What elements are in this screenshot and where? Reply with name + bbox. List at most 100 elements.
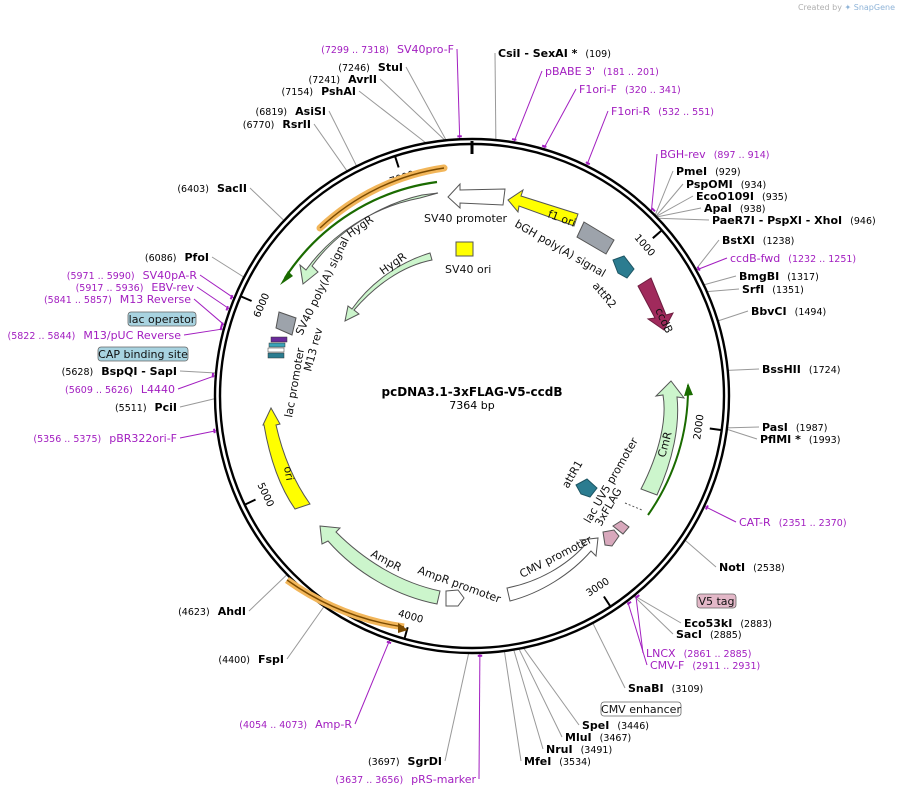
restriction-site[interactable]: NotI(2538) bbox=[719, 561, 785, 574]
restriction-site[interactable]: SacI(2885) bbox=[676, 628, 742, 641]
connector-line bbox=[706, 288, 740, 293]
restriction-site[interactable]: PciI(5511) bbox=[115, 401, 177, 414]
label-text: V5 tag bbox=[698, 595, 734, 608]
restriction-site[interactable]: ApaI(938) bbox=[704, 202, 765, 215]
restriction-site[interactable]: AsiSI(6819) bbox=[256, 105, 326, 118]
restriction-site[interactable]: PaeR7I - PspXI - XhoI(946) bbox=[712, 214, 876, 227]
connector-line bbox=[726, 428, 758, 440]
primer-binding-site[interactable]: CMV-F(2911 .. 2931) bbox=[650, 659, 760, 672]
site-position: (2885) bbox=[710, 630, 742, 641]
primer-binding-site[interactable]: F1ori-F(320 .. 341) bbox=[579, 83, 681, 96]
label-box bbox=[127, 311, 197, 327]
connector-line bbox=[592, 622, 626, 689]
restriction-site[interactable]: PshAI(7154) bbox=[282, 85, 356, 98]
connector-line bbox=[695, 239, 720, 270]
primer-position: (5841 .. 5857) bbox=[44, 295, 112, 306]
restriction-site[interactable]: EcoO109I(935) bbox=[696, 190, 788, 203]
restriction-site[interactable]: AhdI(4623) bbox=[178, 605, 246, 618]
primer-position: (2861 .. 2885) bbox=[684, 649, 752, 660]
connector-line bbox=[522, 647, 580, 726]
boxed-feature-label[interactable]: CMV enhancer bbox=[600, 701, 681, 717]
primer-binding-site[interactable]: ccdB-fwd(1232 .. 1251) bbox=[730, 252, 856, 265]
feature-label: SV40 promoter bbox=[424, 212, 508, 225]
restriction-site[interactable]: PflMI *(1993) bbox=[760, 433, 840, 446]
site-name: PspOMI bbox=[686, 178, 733, 191]
boxed-feature-label[interactable]: V5 tag bbox=[696, 593, 737, 609]
restriction-site[interactable]: BssHII(1724) bbox=[762, 363, 840, 376]
restriction-site[interactable]: RsrII(6770) bbox=[243, 118, 311, 131]
site-position: (938) bbox=[740, 204, 766, 215]
site-position: (4400) bbox=[218, 655, 250, 666]
site-name: PciI bbox=[155, 401, 177, 414]
boxed-feature-label[interactable]: lac operator bbox=[127, 311, 197, 327]
connector-line bbox=[650, 153, 658, 212]
primer-binding-site[interactable]: BGH-rev(897 .. 914) bbox=[660, 148, 769, 161]
primer-binding-site[interactable]: SV40pro-F(7299 .. 7318) bbox=[321, 43, 454, 56]
restriction-site[interactable]: PspOMI(934) bbox=[686, 178, 766, 191]
primer-binding-site[interactable]: F1ori-R(532 .. 551) bbox=[611, 105, 714, 118]
feature-hygr bbox=[299, 192, 439, 285]
restriction-site[interactable]: AvrII(7241) bbox=[309, 73, 378, 86]
site-position: (6403) bbox=[177, 184, 209, 195]
restriction-site[interactable]: FspI (4400) bbox=[218, 653, 284, 666]
site-position: (1993) bbox=[809, 435, 841, 446]
site-position: (3697) bbox=[368, 757, 400, 768]
restriction-site[interactable]: BspQI - SapI(5628) bbox=[62, 365, 177, 378]
restriction-site[interactable]: PmeI(929) bbox=[676, 165, 741, 178]
restriction-site[interactable]: MluI(3467) bbox=[565, 731, 631, 744]
site-name: BssHII bbox=[762, 363, 801, 376]
primer-binding-site[interactable]: pBABE 3'(181 .. 201) bbox=[545, 65, 659, 78]
restriction-site[interactable]: CsiI - SexAI *(109) bbox=[498, 47, 611, 60]
primer-name: CMV-F bbox=[650, 659, 684, 672]
restriction-site[interactable]: PfoI (6086) bbox=[145, 251, 209, 264]
site-position: (935) bbox=[762, 192, 788, 203]
label-box bbox=[696, 593, 737, 609]
restriction-site[interactable]: Eco53kI(2883) bbox=[684, 617, 772, 630]
site-name: SpeI bbox=[582, 719, 609, 732]
connector-line bbox=[211, 256, 245, 278]
site-name: FspI bbox=[258, 653, 284, 666]
primer-mark bbox=[511, 138, 517, 141]
feature-ccdb bbox=[637, 277, 674, 331]
restriction-site[interactable]: PasI(1987) bbox=[762, 421, 827, 434]
primer-binding-site[interactable]: pRS-marker(3637 .. 3656) bbox=[335, 773, 476, 786]
restriction-site[interactable]: SrfI(1351) bbox=[742, 283, 804, 296]
primer-binding-site[interactable]: pBR322ori-F(5356 .. 5375) bbox=[33, 432, 177, 445]
primer-binding-site[interactable]: SV40pA-R(5971 .. 5990) bbox=[67, 269, 198, 282]
primer-binding-site[interactable]: CAT-R(2351 .. 2370) bbox=[739, 516, 847, 529]
primer-binding-site[interactable]: M13/pUC Reverse(5822 .. 5844) bbox=[8, 329, 182, 342]
primer-binding-site[interactable]: L4440(5609 .. 5626) bbox=[65, 383, 175, 396]
restriction-site[interactable]: NruI(3491) bbox=[546, 743, 612, 756]
restriction-site[interactable]: SpeI(3446) bbox=[582, 719, 649, 732]
site-name: PfoI bbox=[185, 251, 210, 264]
primer-binding-site[interactable]: LNCX (2861 .. 2885) bbox=[646, 647, 751, 660]
connector-line bbox=[513, 649, 544, 750]
connector-line bbox=[179, 398, 216, 408]
brand-logo: ✦ SnapGene bbox=[844, 3, 896, 12]
primer-binding-site[interactable]: M13 Reverse(5841 .. 5857) bbox=[44, 293, 191, 306]
primer-name: LNCX bbox=[646, 647, 676, 660]
connector-lines bbox=[177, 48, 760, 780]
connector-line bbox=[196, 286, 231, 310]
feature-sv40-ori bbox=[455, 241, 474, 257]
boxed-feature-label[interactable]: CAP binding site bbox=[97, 346, 189, 362]
restriction-site[interactable]: SnaBI(3109) bbox=[628, 682, 703, 695]
restriction-site[interactable]: BbvCI(1494) bbox=[751, 305, 826, 318]
restriction-site[interactable]: StuI(7246) bbox=[338, 61, 403, 74]
feature-attr1 bbox=[575, 478, 598, 498]
primer-binding-site[interactable]: EBV-rev(5917 .. 5936) bbox=[76, 281, 195, 294]
feature-cap-site bbox=[267, 352, 285, 359]
primer-binding-site[interactable]: Amp-R(4054 .. 4073) bbox=[239, 718, 352, 731]
site-position: (6086) bbox=[145, 253, 177, 264]
tick-mark bbox=[652, 229, 663, 239]
restriction-site[interactable]: SacII(6403) bbox=[177, 182, 247, 195]
site-position: (5628) bbox=[62, 367, 94, 378]
feature-label: lac promoter bbox=[282, 346, 307, 418]
restriction-site[interactable]: BstXI(1238) bbox=[722, 234, 794, 247]
connector-line bbox=[478, 652, 481, 780]
site-name: BstXI bbox=[722, 234, 755, 247]
feature-lac-promoter bbox=[267, 347, 285, 353]
restriction-site[interactable]: MfeI(3534) bbox=[524, 755, 591, 768]
restriction-site[interactable]: SgrDI(3697) bbox=[368, 755, 442, 768]
restriction-site[interactable]: BmgBI(1317) bbox=[739, 270, 819, 283]
